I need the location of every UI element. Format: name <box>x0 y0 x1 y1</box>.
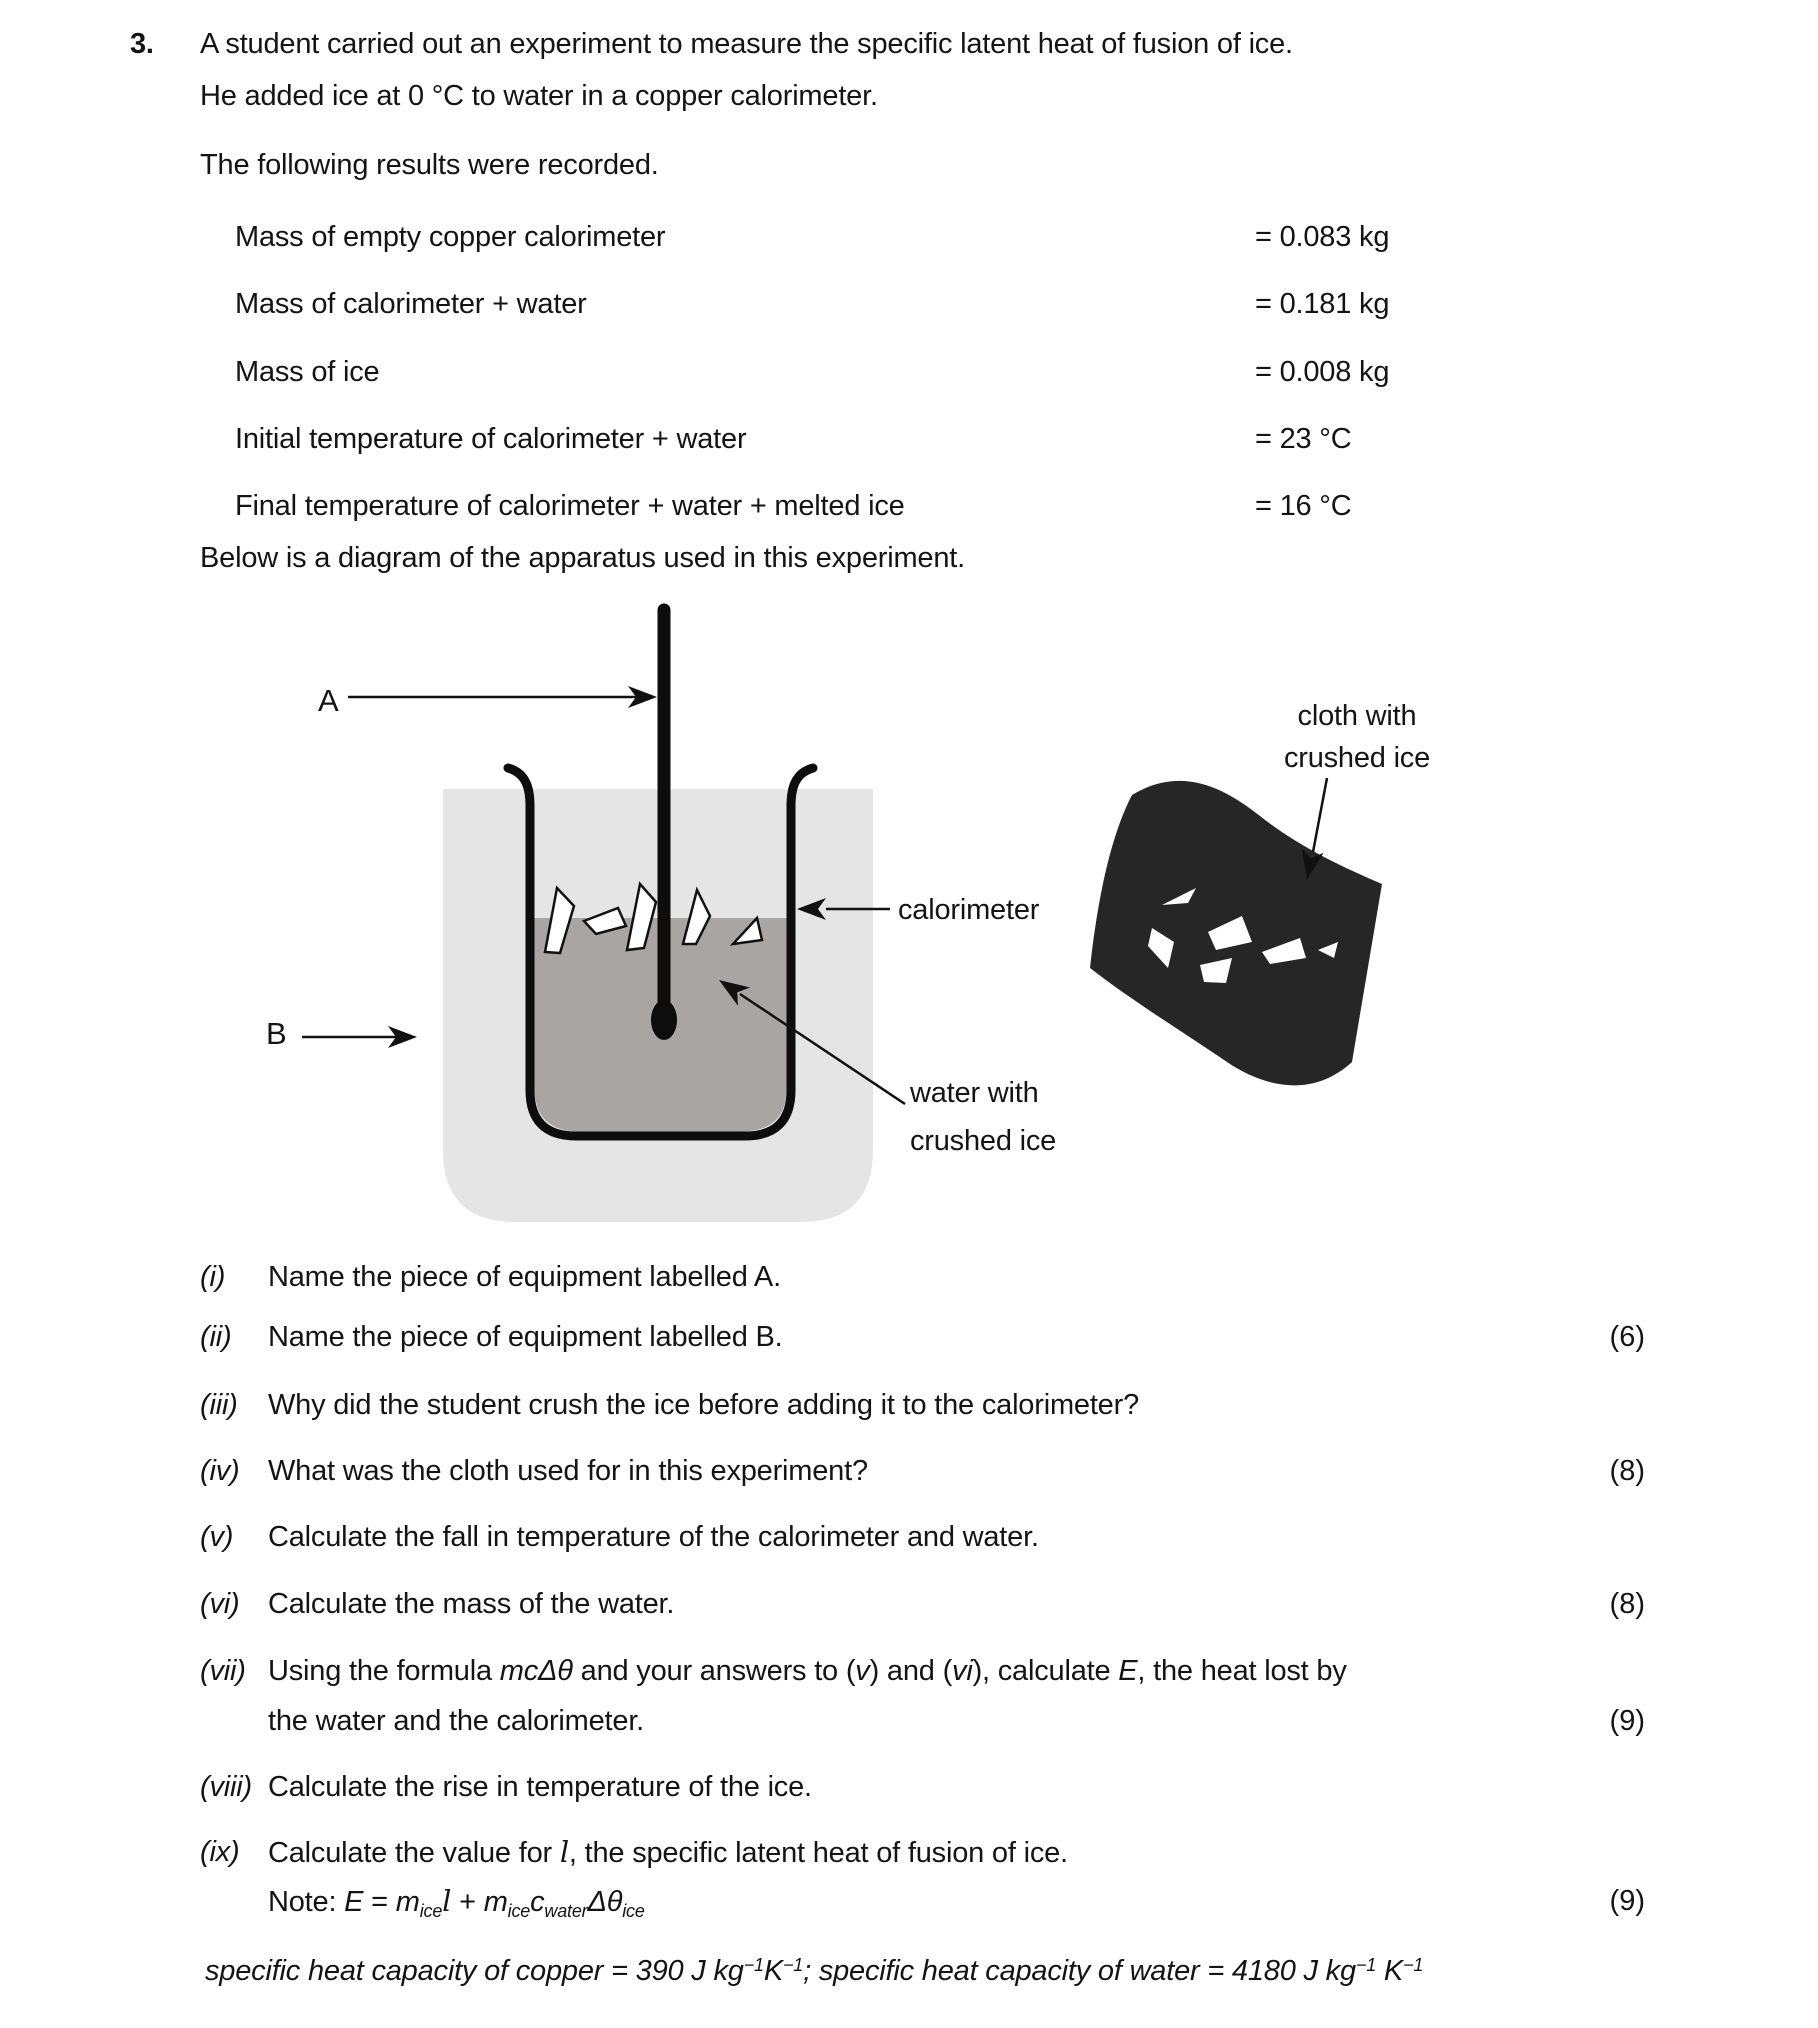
q-num: (viii) <box>200 1771 252 1803</box>
result-value: = 16 °C <box>1255 490 1352 522</box>
q-num: (v) <box>200 1521 234 1553</box>
water-label-line2: crushed ice <box>910 1125 1057 1157</box>
cloth-ice-shards <box>1148 888 1338 983</box>
q-num: (ii) <box>200 1321 232 1353</box>
results-heading: The following results were recorded. <box>200 149 659 181</box>
q-text: Using the formula mcΔθ and your answers … <box>268 1655 1347 1687</box>
q-text-line2: the water and the calorimeter. <box>268 1705 645 1737</box>
diagram-heading: Below is a diagram of the apparatus used… <box>200 542 965 574</box>
result-label: Mass of ice <box>235 356 380 388</box>
cloth-label-line1: cloth with <box>1297 700 1417 732</box>
label-a-arrow <box>348 686 657 708</box>
calorimeter-vessel <box>503 763 818 1141</box>
calorimeter-arrow <box>797 898 890 920</box>
marks-badge: (6) <box>1609 1321 1645 1353</box>
result-value: = 0.083 kg <box>1255 221 1390 253</box>
latent-heat-symbol: l <box>559 1835 569 1869</box>
q-num: (vi) <box>200 1588 240 1620</box>
q-text: Name the piece of equipment labelled B. <box>268 1321 783 1353</box>
label-b-arrow <box>302 1026 417 1048</box>
formula-mc-delta-theta: mcΔθ <box>499 1655 573 1687</box>
q-text: Name the piece of equipment labelled A. <box>268 1261 781 1293</box>
cloth-label-line2: crushed ice <box>1283 742 1431 774</box>
result-label: Mass of calorimeter + water <box>235 288 587 320</box>
diagram-label-a: A <box>318 683 339 718</box>
marks-badge: (8) <box>1609 1588 1645 1620</box>
q-num: (ix) <box>200 1836 240 1868</box>
result-label: Final temperature of calorimeter + water… <box>235 490 905 522</box>
result-label: Initial temperature of calorimeter + wat… <box>235 423 747 455</box>
diagram-label-b: B <box>266 1016 287 1051</box>
marks-badge: (9) <box>1609 1705 1645 1737</box>
question-number: 3. <box>130 28 154 60</box>
constants-footnote: specific heat capacity of copper = 390 J… <box>205 1955 1424 1987</box>
q-text: Why did the student crush the ice before… <box>268 1389 1139 1421</box>
q-text: What was the cloth used for in this expe… <box>268 1455 868 1487</box>
thermometer-bulb <box>651 1000 677 1040</box>
calorimeter-label: calorimeter <box>898 894 1040 926</box>
cloth-label-arrow <box>1302 777 1329 880</box>
result-value: = 0.181 kg <box>1255 288 1390 320</box>
intro-line-1: A student carried out an experiment to m… <box>200 28 1293 60</box>
q-text: Calculate the value for l, the specific … <box>268 1835 1068 1869</box>
water-label-line1: water with <box>910 1077 1039 1109</box>
q-text: Calculate the mass of the water. <box>268 1588 675 1620</box>
result-value: = 23 °C <box>1255 423 1352 455</box>
q-num: (iv) <box>200 1455 240 1487</box>
q-text: Calculate the fall in temperature of the… <box>268 1521 1039 1553</box>
marks-badge: (9) <box>1609 1885 1645 1917</box>
result-label: Mass of empty copper calorimeter <box>235 221 666 253</box>
marks-badge: (8) <box>1609 1455 1645 1487</box>
intro-line-2: He added ice at 0 °C to water in a coppe… <box>200 80 878 112</box>
q-text: Calculate the rise in temperature of the… <box>268 1771 812 1803</box>
result-value: = 0.008 kg <box>1255 356 1390 388</box>
q-num: (iii) <box>200 1389 238 1421</box>
ice-shards <box>543 881 764 955</box>
water-label-arrow <box>719 980 906 1106</box>
note-formula: Note: E = micel + micecwaterΔθice <box>268 1884 645 1921</box>
q-num: (vii) <box>200 1655 246 1687</box>
q-num: (i) <box>200 1261 226 1293</box>
